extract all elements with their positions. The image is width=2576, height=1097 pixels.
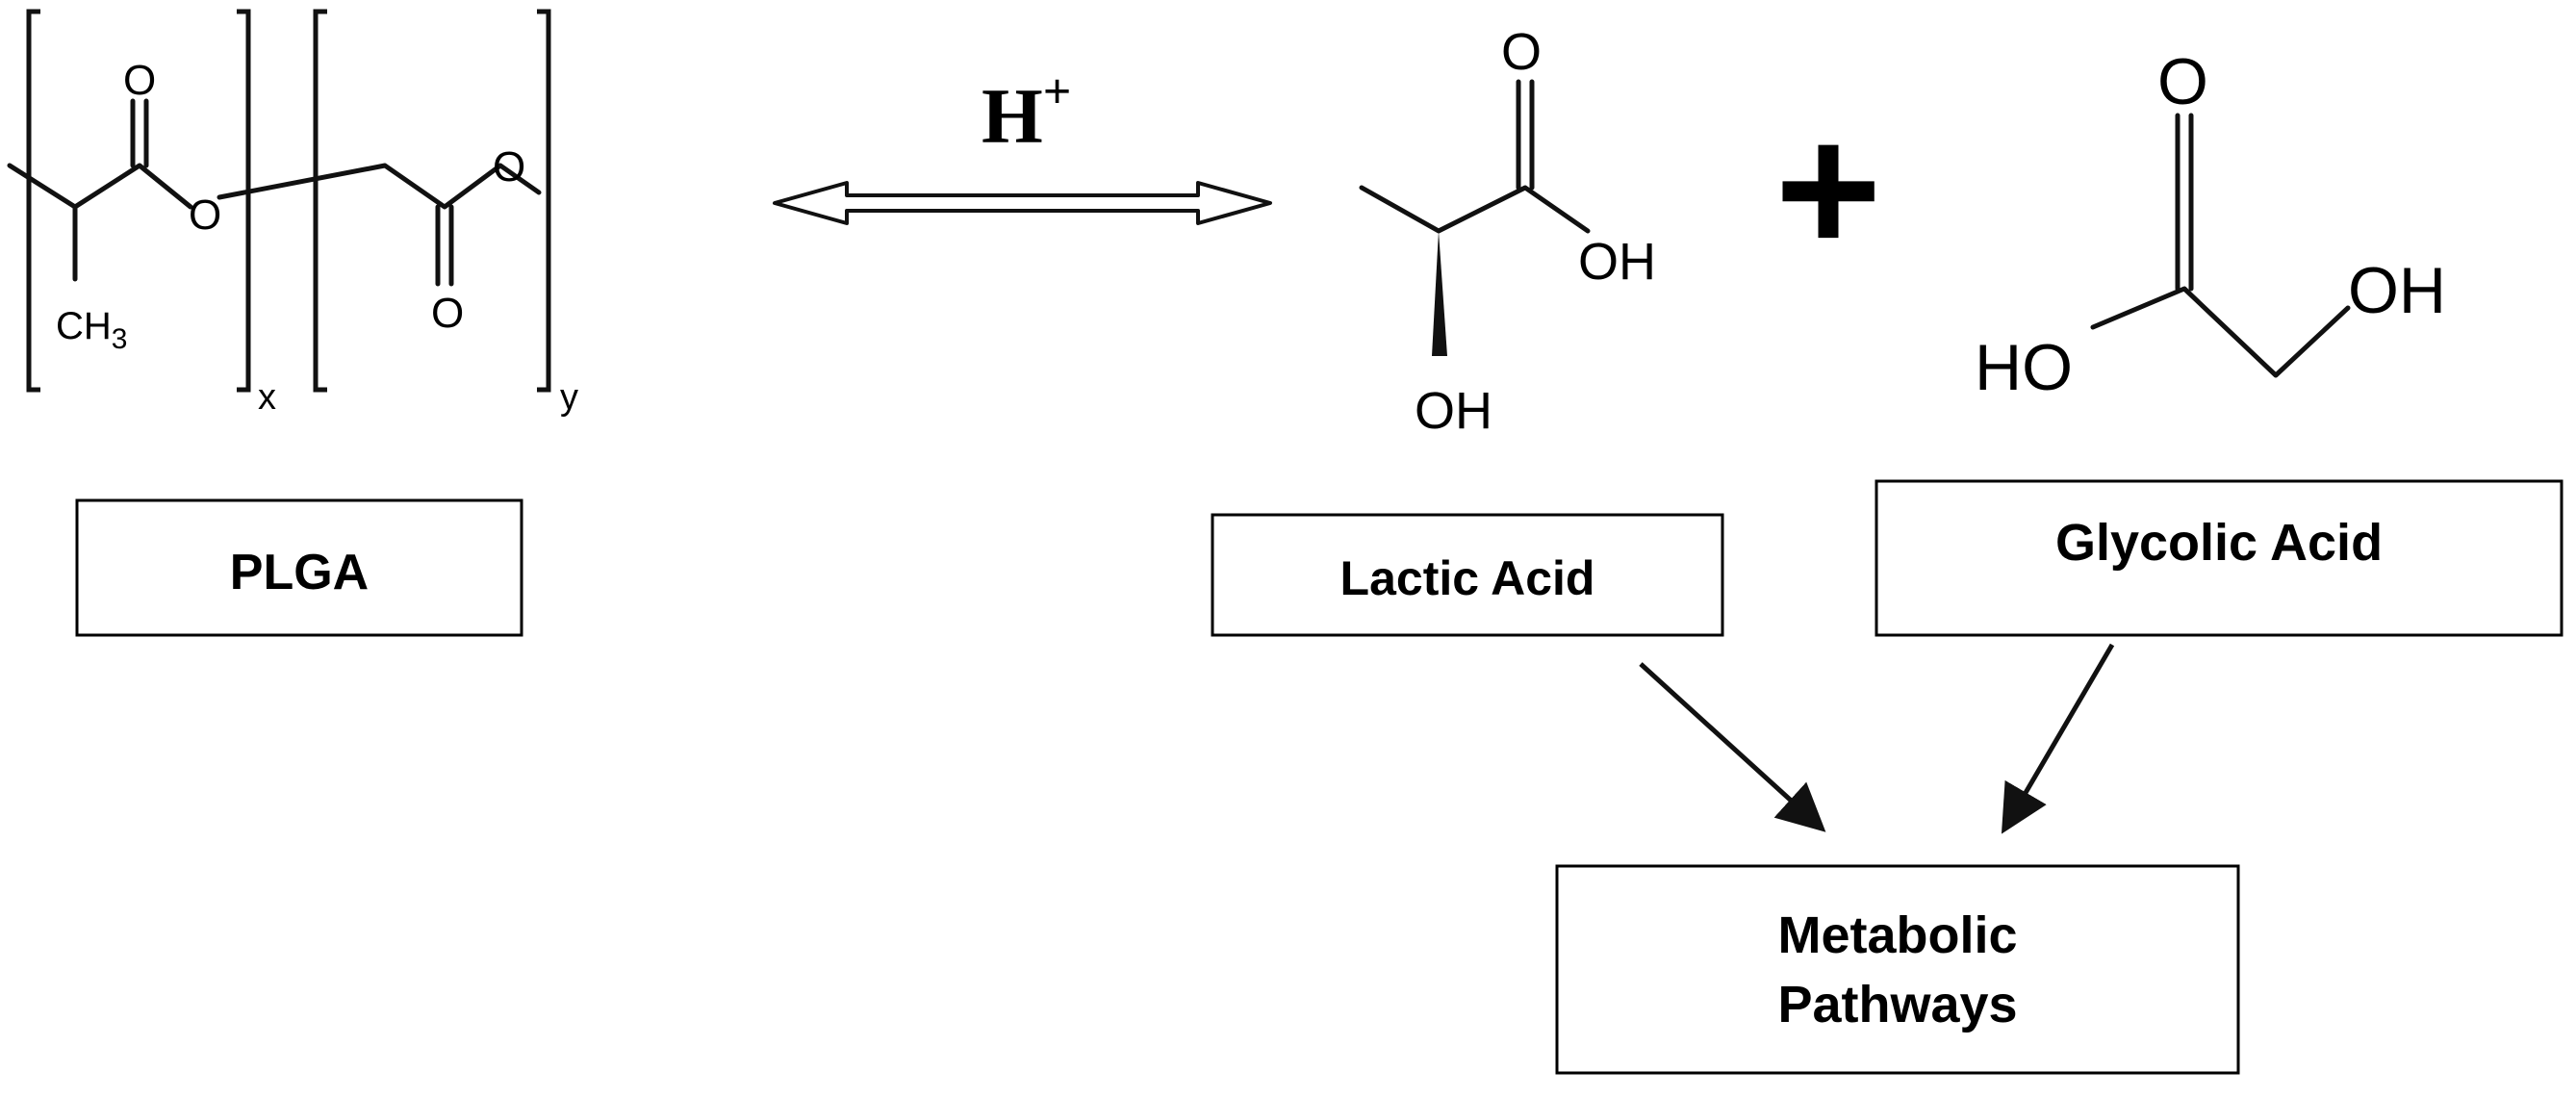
plga-subscript-y: y bbox=[560, 377, 578, 418]
arrow-lactic-to-metabolic bbox=[1639, 662, 1826, 832]
plga-box-label: PLGA bbox=[230, 545, 369, 600]
arrow-glycolic-to-metabolic bbox=[2001, 643, 2115, 834]
plga-glycolide-ester-oxygen: O bbox=[493, 143, 525, 191]
lactic-acid-box-label: Lactic Acid bbox=[1340, 551, 1595, 605]
metabolic-pathways-label-line2: Pathways bbox=[1777, 976, 2017, 1033]
glycolic-acid-structure: O HO OH bbox=[1975, 45, 2446, 404]
plga-lactide-carbonyl-oxygen: O bbox=[123, 57, 156, 104]
metabolic-pathways-box: Metabolic Pathways bbox=[1555, 864, 2240, 1075]
plga-lactide-carbonyl bbox=[130, 98, 149, 168]
plus-sign: + bbox=[1775, 88, 1882, 292]
glycolic-acid-box: Glycolic Acid bbox=[1875, 479, 2563, 637]
lactic-acid-carboxyl-hydroxyl: OH bbox=[1578, 233, 1656, 291]
plga-linking-bond bbox=[217, 163, 542, 210]
plga-glycolide-carbonyl-oxygen: O bbox=[431, 290, 464, 337]
lactic-acid-chain bbox=[1359, 185, 1591, 234]
lactic-acid-structure: O OH OH bbox=[1359, 23, 1656, 440]
glycolic-acid-box-label: Glycolic Acid bbox=[2055, 514, 2383, 572]
plga-glycolide-carbonyl bbox=[435, 204, 454, 287]
plga-subscript-x: x bbox=[258, 377, 276, 418]
plga-lactide-backbone bbox=[7, 163, 193, 210]
lactic-acid-wedge-bond bbox=[1432, 231, 1447, 356]
plga-bracket-lactide-left bbox=[26, 9, 40, 393]
lactic-acid-carbonyl bbox=[1516, 79, 1535, 191]
glycolic-acid-left-hydroxyl: HO bbox=[1975, 331, 2073, 404]
glycolic-acid-carbonyl-oxygen: O bbox=[2157, 45, 2208, 118]
glycolic-acid-carbonyl bbox=[2175, 113, 2194, 292]
plga-box: PLGA bbox=[75, 498, 523, 637]
acid-catalyst-label: H+ bbox=[982, 64, 1071, 160]
plga-bracket-lactide-right bbox=[237, 9, 251, 393]
metabolic-pathways-label-line1: Metabolic bbox=[1777, 906, 2017, 964]
equilibrium-arrow bbox=[773, 181, 1272, 225]
plga-structure: O O O O CH3 x y bbox=[7, 9, 578, 418]
plga-methyl-label: CH3 bbox=[56, 305, 127, 355]
glycolic-acid-chain bbox=[2090, 286, 2351, 378]
plga-bracket-glycolide-left bbox=[313, 9, 327, 393]
plga-bracket-glycolide-right bbox=[537, 9, 551, 393]
lactic-acid-carbonyl-oxygen: O bbox=[1501, 23, 1542, 81]
lactic-acid-alpha-hydroxyl: OH bbox=[1415, 382, 1492, 440]
plga-lactide-ester-oxygen: O bbox=[189, 191, 221, 239]
lactic-acid-box: Lactic Acid bbox=[1211, 513, 1724, 637]
glycolic-acid-right-hydroxyl: OH bbox=[2348, 254, 2446, 327]
